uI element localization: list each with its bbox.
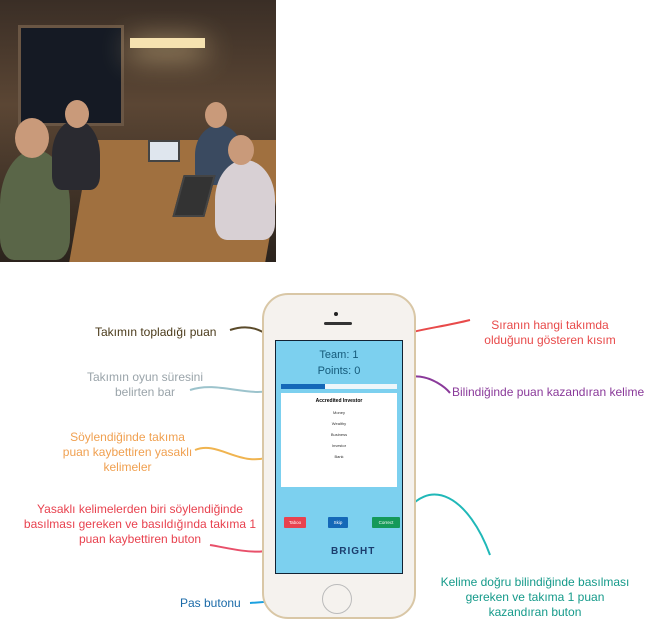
target-word: Accredited Investor <box>315 398 363 404</box>
game-screen: Team: 1 Points: 0 Accredited Investor Mo… <box>275 340 403 574</box>
points-display: Points: 0 <box>317 365 361 377</box>
person-head <box>65 100 89 128</box>
person <box>52 120 100 190</box>
person-head <box>205 102 227 128</box>
team-indicator: Team: 1 <box>319 349 359 361</box>
annotation-skip-button: Pas butonu <box>180 596 241 610</box>
camera <box>334 312 338 316</box>
speaker <box>324 322 352 325</box>
bright-logo: BRIGHT <box>331 546 376 557</box>
timer-bar-fill <box>281 384 326 389</box>
home-button[interactable] <box>322 584 352 614</box>
annotation-timer: Takımın oyun süresini belirten bar <box>86 370 204 399</box>
annotation-team: Sıranın hangi takımda olduğunu gösteren … <box>484 318 616 347</box>
window <box>18 25 124 126</box>
annotation-taboo-words: Söylendiğinde takıma puan kaybettiren ya… <box>62 430 193 474</box>
annotation-taboo-button: Yasaklı kelimelerden biri söylendiğinde … <box>23 502 257 546</box>
taboo-word: Bank <box>334 454 344 459</box>
skip-button[interactable]: Skip <box>328 517 348 528</box>
person-head <box>15 118 49 158</box>
ceiling-lamp <box>130 38 205 48</box>
taboo-word: Investor <box>331 443 347 448</box>
person <box>215 160 275 240</box>
annotation-word: Bilindiğinde puan kazandıran kelime <box>452 385 645 399</box>
taboo-word: Wealthy <box>331 421 347 426</box>
annotation-points: Takımın topladığı puan <box>95 325 217 339</box>
team-photo <box>0 0 276 262</box>
annotation-correct-button: Kelime doğru bilindiğinde basılması gere… <box>440 575 630 619</box>
taboo-word: Business <box>330 432 348 437</box>
laptop <box>148 140 180 162</box>
word-card: Accredited Investor Money Wealthy Busine… <box>281 393 397 487</box>
timer-bar <box>281 384 397 389</box>
taboo-word: Money <box>332 410 345 415</box>
correct-button[interactable]: Correct <box>372 517 400 528</box>
taboo-button[interactable]: Taboo <box>284 517 306 528</box>
person-head <box>228 135 254 165</box>
